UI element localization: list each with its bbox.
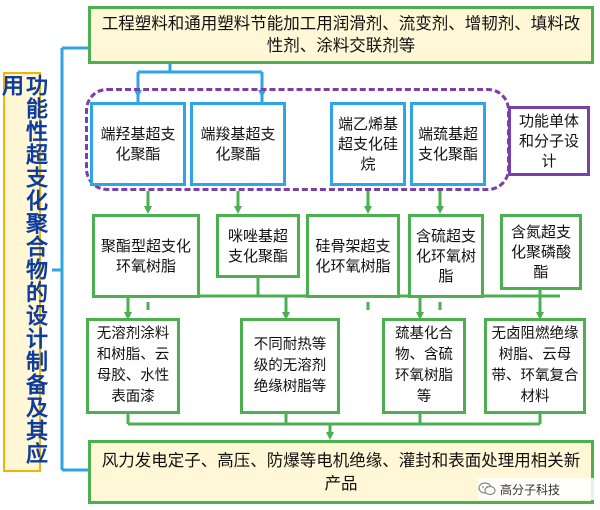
node-hydroxyl-polyester: 端羟基超支化聚酯 xyxy=(90,102,186,186)
title-bracket xyxy=(52,46,88,472)
watermark: 高分子科技 xyxy=(478,478,594,500)
node-sulfur-epoxy: 含硫超支化环氧树脂 xyxy=(408,214,484,298)
wechat-icon xyxy=(478,482,496,496)
node-app-coatings: 无溶剂涂料和树脂、云母胶、水性表面漆 xyxy=(86,318,180,414)
watermark-text: 高分子科技 xyxy=(500,482,561,497)
application-bottom-network xyxy=(126,413,542,426)
node-app-sulfur-compounds: 巯基化合物、含硫环氧树脂等 xyxy=(382,318,466,414)
top-box-plastic-additives: 工程塑料和通用塑料节能加工用润滑剂、流变剂、增韧剂、填料改性剂、涂料交联剂等 xyxy=(88,6,594,64)
node-nitrogen-polyphosphate: 含氮超支化聚磷酸酯 xyxy=(500,214,582,290)
node-app-insulation: 不同耐热等级的无溶剂绝缘树脂等 xyxy=(240,318,340,414)
node-carboxyl-polyester: 端羧基超支化聚酯 xyxy=(190,102,286,186)
node-mercapto-polyester: 端巯基超支化聚酯 xyxy=(410,102,486,186)
node-imidazole-polyester: 咪唑基超支化聚酯 xyxy=(216,214,300,278)
node-vinyl-silane: 端乙烯基超支化硅烷 xyxy=(330,102,406,186)
node-polyester-epoxy: 聚酯型超支化环氧树脂 xyxy=(92,214,200,298)
main-title: 功能性超支化聚合物的设计制备及其应用 xyxy=(0,72,47,472)
node-molecular-design: 功能单体和分子设计 xyxy=(508,106,590,176)
node-silicon-epoxy: 硅骨架超支化环氧树脂 xyxy=(306,214,400,298)
node-app-flame-retardant: 无卤阻燃绝缘树脂、云母带、环氧复合材料 xyxy=(484,318,586,414)
bottom-box-new-products: 风力发电定子、高压、防爆等电机绝缘、灌封和表面处理用相关新产品 xyxy=(88,440,594,504)
